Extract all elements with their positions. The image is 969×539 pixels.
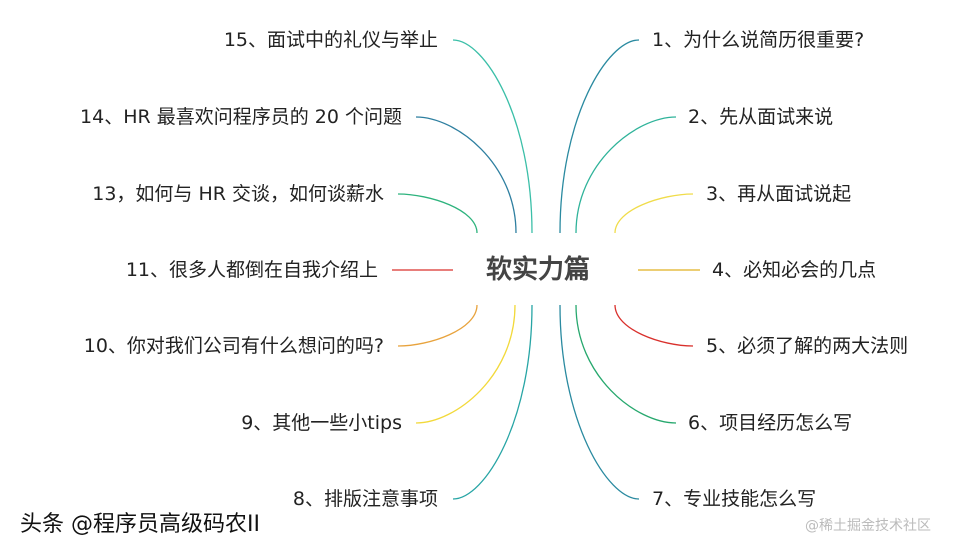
branch-topic[interactable]: 6、项目经历怎么写: [688, 412, 853, 434]
branch-link-left-6: [452, 304, 533, 500]
branch-link-left-0: [452, 39, 533, 234]
branch-topic[interactable]: 7、专业技能怎么写: [652, 488, 817, 510]
branch-link-right-5: [575, 304, 677, 424]
branch-link-left-1: [415, 116, 517, 234]
branch-topic[interactable]: 1、为什么说简历很重要?: [652, 29, 865, 51]
branch-topic[interactable]: 13，如何与 HR 交谈，如何谈薪水: [92, 183, 384, 205]
branch-topic[interactable]: 4、必知必会的几点: [712, 259, 877, 281]
branch-topic[interactable]: 11、很多人都倒在自我介绍上: [125, 259, 378, 281]
branch-link-right-0: [559, 39, 640, 234]
branch-topic[interactable]: 14、HR 最喜欢问程序员的 20 个问题: [80, 106, 402, 128]
branch-topic[interactable]: 3、再从面试说起: [706, 183, 852, 205]
branch-link-right-1: [575, 116, 677, 234]
watermark-secondary: @稀土掘金技术社区: [805, 518, 931, 534]
branch-topic[interactable]: 9、其他一些小tips: [241, 412, 402, 434]
branch-topic[interactable]: 10、你对我们公司有什么想问的吗?: [83, 335, 384, 357]
branch-link-right-4: [614, 304, 694, 347]
branch-link-right-2: [614, 193, 694, 234]
watermark-primary: 头条 @程序员高级码农II: [20, 512, 260, 537]
branch-link-right-6: [559, 304, 640, 500]
branch-link-left-4: [397, 304, 478, 347]
branch-topic[interactable]: 5、必须了解的两大法则: [706, 335, 909, 357]
center-topic[interactable]: 软实力篇: [486, 255, 591, 285]
branch-link-left-5: [415, 304, 516, 424]
branch-topic[interactable]: 8、排版注意事项: [292, 488, 438, 510]
branch-link-left-2: [397, 193, 478, 234]
branch-topic[interactable]: 2、先从面试来说: [688, 106, 834, 128]
branch-topic[interactable]: 15、面试中的礼仪与举止: [223, 29, 438, 51]
